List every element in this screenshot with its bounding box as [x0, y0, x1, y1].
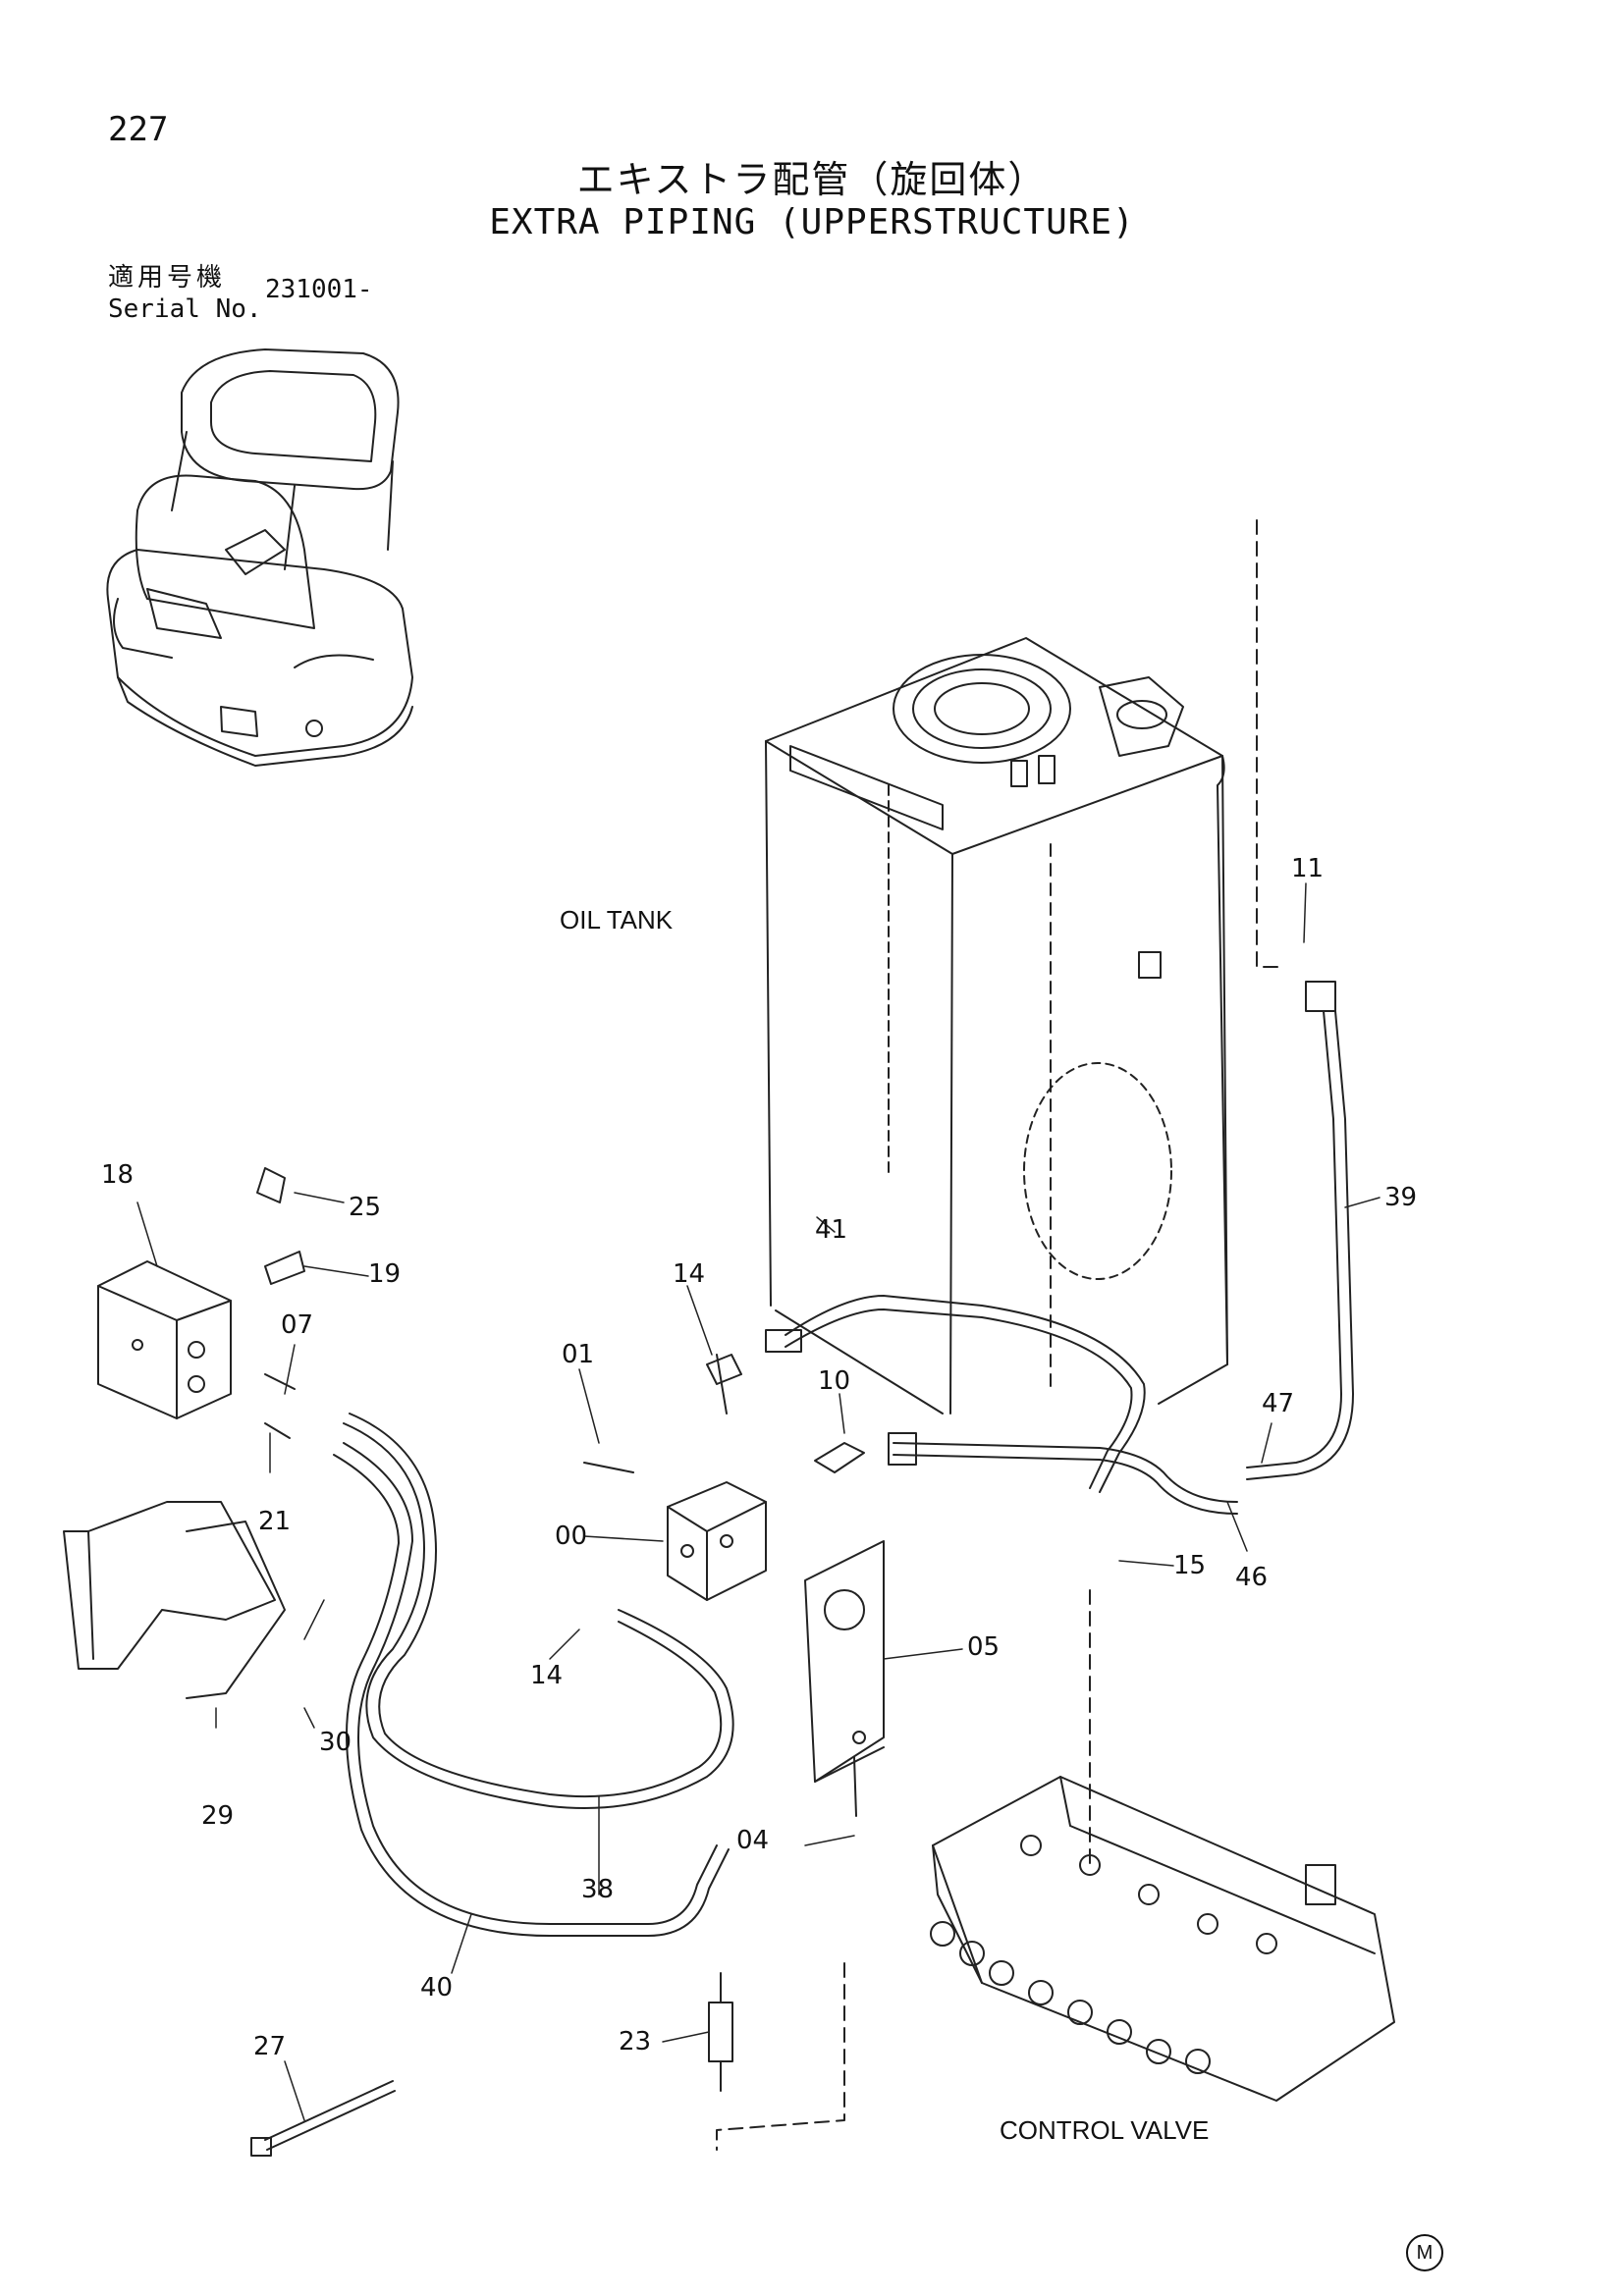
callout-47: 47	[1262, 1389, 1295, 1418]
callout-40: 40	[420, 1973, 454, 2002]
callout-00: 00	[555, 1522, 588, 1551]
callout-25: 25	[349, 1193, 382, 1222]
callout-04: 04	[736, 1826, 770, 1855]
callout-11: 11	[1291, 854, 1325, 883]
callout-14-upper: 14	[673, 1259, 706, 1289]
bracket-05-icon	[804, 1540, 885, 1817]
title-english: EXTRA PIPING (UPPERSTRUCTURE)	[489, 202, 1135, 242]
revision-mark: M	[1406, 2234, 1443, 2271]
callout-01: 01	[562, 1340, 595, 1369]
bracket-29-icon	[63, 1501, 286, 1699]
callout-21: 21	[258, 1507, 292, 1536]
callout-30: 30	[319, 1728, 352, 1757]
control-valve-icon	[716, 1589, 1395, 2151]
hose-38-icon	[343, 1413, 734, 1809]
serial-number-value: 231001-	[265, 275, 373, 304]
callout-19: 19	[368, 1259, 402, 1289]
callout-39: 39	[1384, 1183, 1418, 1212]
oil-tank-label: OIL TANK	[560, 905, 674, 934]
serial-label-japanese: 適用号機	[108, 263, 227, 293]
callout-07: 07	[281, 1310, 314, 1340]
cable-tie-27-icon	[250, 2080, 396, 2157]
callout-23: 23	[619, 2027, 652, 2056]
page-number: 227	[108, 110, 169, 149]
control-valve-label: CONTROL VALVE	[1000, 2115, 1210, 2145]
callout-15: 15	[1173, 1551, 1207, 1580]
callout-27: 27	[253, 2032, 287, 2061]
hose-40-icon	[333, 1442, 730, 1937]
valve-block-18-icon	[97, 1167, 305, 1439]
callout-29: 29	[201, 1801, 235, 1831]
title-japanese: エキストラ配管（旋回体）	[576, 158, 1048, 201]
callout-05: 05	[967, 1632, 1001, 1662]
block-00-icon	[583, 1354, 767, 1601]
oil-tank-icon	[765, 519, 1282, 1415]
leader-lines	[136, 882, 1380, 2121]
hose-10-icon	[814, 1432, 1238, 1515]
callout-41: 41	[815, 1215, 848, 1245]
callout-10: 10	[818, 1366, 851, 1396]
callout-46: 46	[1235, 1563, 1269, 1592]
callout-18: 18	[101, 1160, 135, 1190]
hose-39-icon	[1246, 981, 1354, 1480]
callout-14-lower: 14	[530, 1661, 564, 1690]
fitting-23-icon	[708, 1972, 733, 2092]
serial-label-english: Serial No.	[108, 294, 262, 324]
hose-41-icon	[765, 1295, 1146, 1493]
callout-38: 38	[581, 1875, 615, 1904]
excavator-thumbnail-icon	[106, 348, 413, 767]
